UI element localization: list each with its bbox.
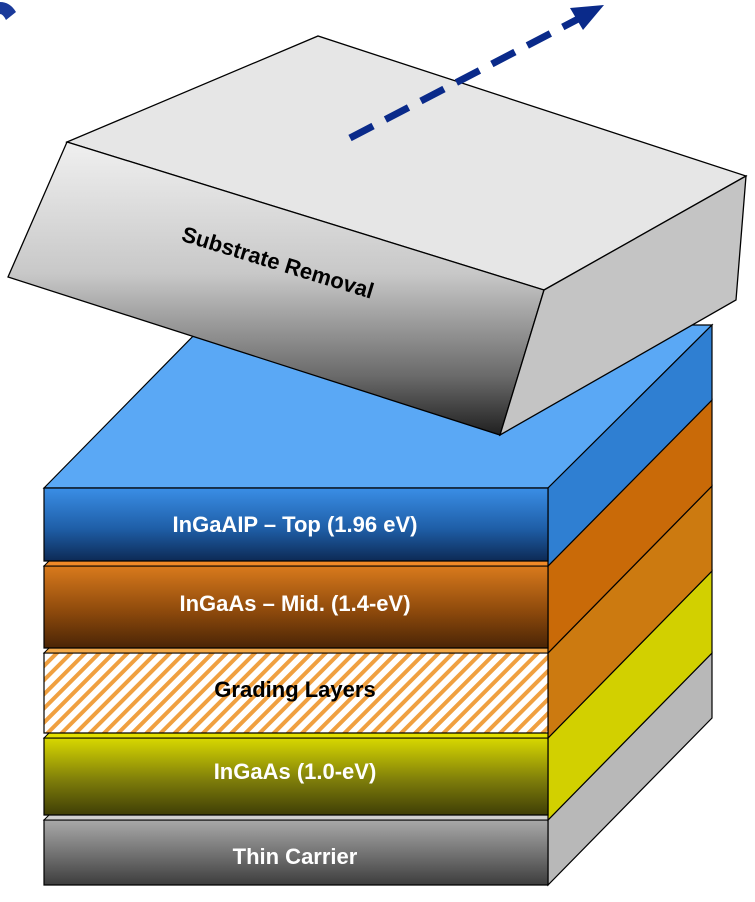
- substrate-block: Substrate Removal: [7, 35, 748, 437]
- layer-label: Thin Carrier: [233, 844, 358, 869]
- removal-arrow: [348, 5, 604, 142]
- layer-label: Grading Layers: [214, 677, 375, 702]
- layer-label: InGaAIP – Top (1.96 eV): [173, 512, 418, 537]
- layer-label: InGaAs – Mid. (1.4-eV): [179, 591, 410, 616]
- layer-ingaas-bottom: InGaAs (1.0-eV): [42, 569, 713, 822]
- layer-label: InGaAs (1.0-eV): [214, 759, 377, 784]
- logo-arc-icon: [0, 2, 16, 20]
